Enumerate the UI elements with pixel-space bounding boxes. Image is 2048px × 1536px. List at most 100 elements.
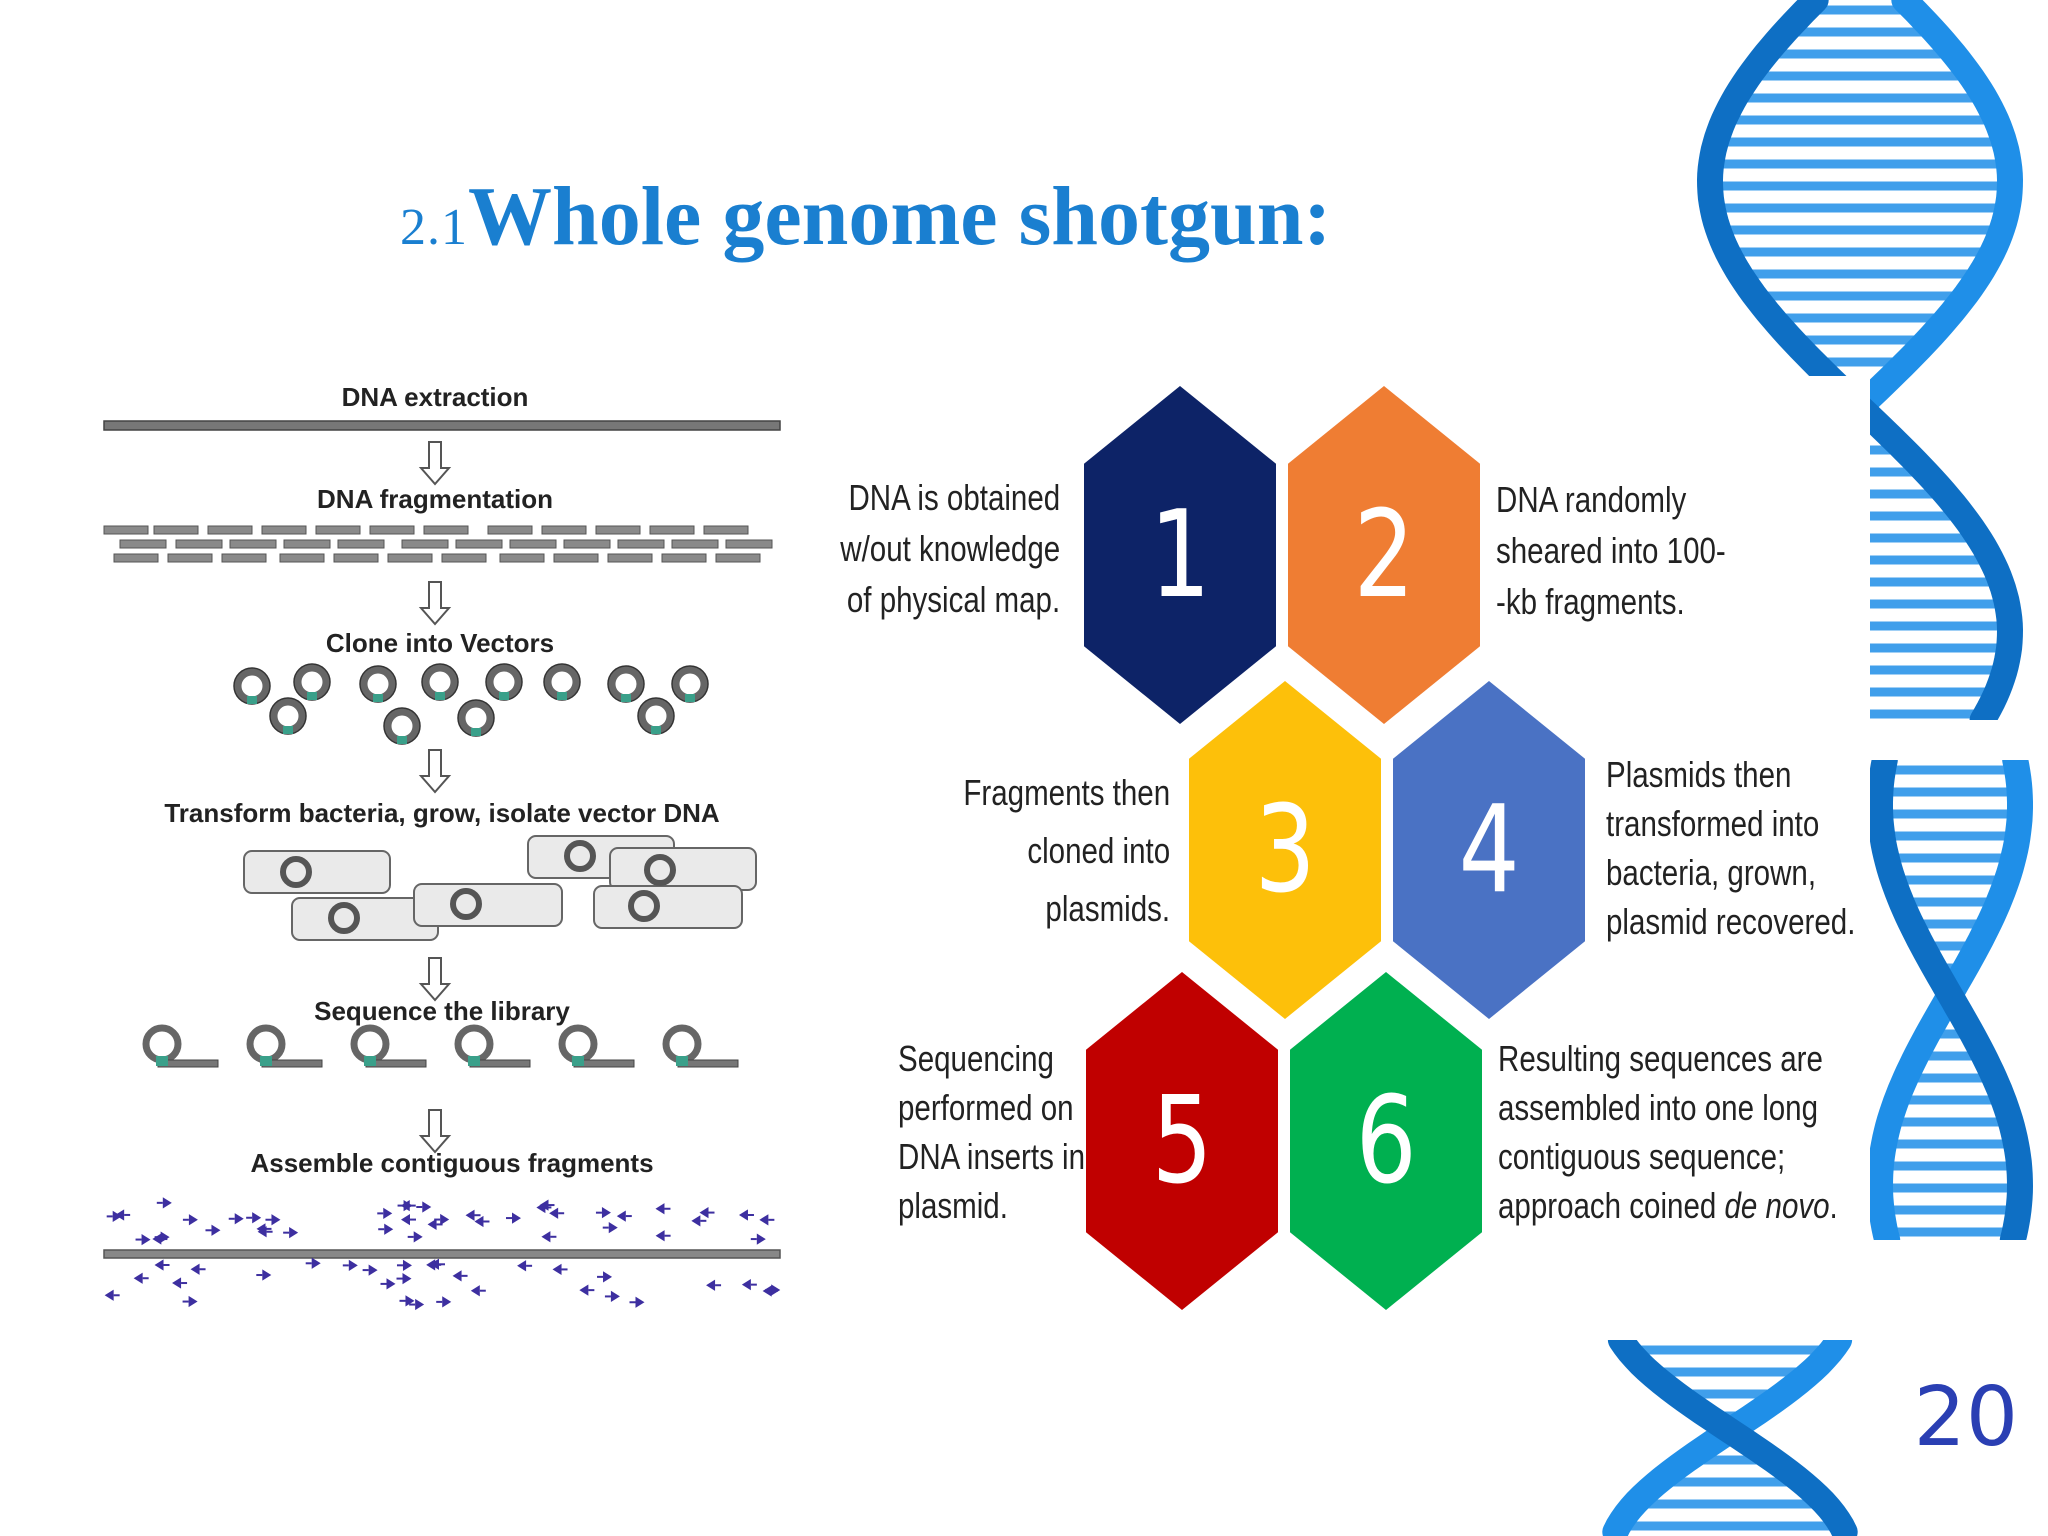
read-arrow-icon <box>257 1226 267 1238</box>
dna-fragment <box>279 553 325 563</box>
read-arrow-icon <box>413 1231 423 1243</box>
plasmid-ring-icon <box>458 700 494 736</box>
step-1-description: DNA is obtained w/out knowledge of physi… <box>840 477 1060 620</box>
down-arrow-icon <box>418 749 452 794</box>
genomic-dna-strand <box>103 420 781 431</box>
plasmid-ring-icon <box>450 888 482 920</box>
read-arrow-icon <box>402 1259 412 1271</box>
read-arrow-icon <box>738 1209 748 1221</box>
down-arrow-icon <box>418 441 452 486</box>
insert-marker <box>247 696 257 704</box>
read-arrow-icon <box>386 1278 396 1290</box>
bacterium-cell <box>243 850 391 894</box>
down-arrow-icon <box>418 581 452 626</box>
step-2-description: DNA randomly sheared into 100- -kb fragm… <box>1496 479 1726 622</box>
read-arrow-icon <box>426 1259 436 1271</box>
slide-title: 2.1Whole genome shotgun: <box>400 168 1331 265</box>
shotgun-pipeline-diagram: DNA extraction DNA fragmentation Clone i… <box>90 370 810 1330</box>
read-arrow-icon <box>188 1214 198 1226</box>
read-arrow-icon <box>699 1206 709 1219</box>
dna-fragment <box>387 553 433 563</box>
read-arrow-icon <box>133 1272 143 1284</box>
read-arrow-icon <box>262 1269 272 1281</box>
read-arrow-icon <box>141 1233 151 1246</box>
plasmid-ring-icon <box>328 902 360 934</box>
dna-fragment <box>595 525 641 535</box>
read-arrow-icon <box>706 1279 716 1291</box>
dna-fragment <box>119 539 167 549</box>
dna-fragment <box>487 525 533 535</box>
plasmid-ring-icon <box>234 668 270 704</box>
dna-fragment <box>553 553 599 563</box>
dna-fragment <box>401 539 449 549</box>
plasmid-ring-icon <box>246 1024 286 1064</box>
insert-marker <box>676 1056 688 1066</box>
insert-marker <box>373 694 383 702</box>
dna-fragment <box>221 553 267 563</box>
read-arrow-icon <box>427 1218 437 1231</box>
insert-marker <box>499 692 509 700</box>
read-arrow-icon <box>368 1264 378 1276</box>
read-arrow-icon <box>415 1298 425 1311</box>
hexagon-step-3: 3 <box>1189 681 1381 1019</box>
read-arrow-icon <box>452 1270 462 1282</box>
step-label-dna-fragmentation: DNA fragmentation <box>317 484 553 514</box>
read-arrow-icon <box>400 1213 410 1226</box>
step-label-transform-bacteria: Transform bacteria, grow, isolate vector… <box>164 798 720 828</box>
sequence-read-arrows <box>104 1197 781 1311</box>
plasmid-ring-icon <box>422 664 458 700</box>
dna-fragment <box>541 525 587 535</box>
down-arrow-icon <box>418 957 452 1002</box>
down-arrow-icon <box>418 1109 452 1154</box>
hexagon-number-3: 3 <box>1254 780 1316 920</box>
read-arrow-icon <box>115 1209 125 1221</box>
read-arrow-icon <box>579 1284 589 1296</box>
hexagon-number-6: 6 <box>1355 1071 1417 1211</box>
read-arrow-icon <box>655 1203 665 1215</box>
dna-fragment <box>369 525 415 535</box>
dna-fragment <box>703 525 749 535</box>
plasmid-ring-icon <box>644 854 676 886</box>
dna-fragment <box>113 553 159 563</box>
dna-fragment <box>607 553 653 563</box>
read-arrow-icon <box>152 1233 162 1245</box>
dna-fragment <box>283 539 331 549</box>
read-arrow-icon <box>762 1285 772 1297</box>
read-arrow-icon <box>552 1263 562 1276</box>
dna-fragment <box>175 539 223 549</box>
read-arrow-icon <box>271 1214 281 1226</box>
read-arrow-icon <box>402 1272 412 1285</box>
read-arrow-icon <box>154 1259 164 1271</box>
dna-fragment <box>715 553 761 563</box>
bacterium-cell <box>609 847 757 891</box>
dna-fragment <box>671 539 719 549</box>
insert-marker <box>156 1056 168 1066</box>
read-arrow-icon <box>603 1271 613 1283</box>
dna-fragment <box>617 539 665 549</box>
insert-marker <box>468 1056 480 1066</box>
dna-fragment <box>649 525 695 535</box>
dna-fragment <box>167 553 213 563</box>
insert-marker <box>572 1056 584 1066</box>
plasmid-ring-icon <box>608 666 644 702</box>
read-arrow-icon <box>541 1231 551 1243</box>
dna-fragment <box>333 553 379 563</box>
sequencing-library <box>142 1024 739 1068</box>
plasmid-ring-icon <box>454 1024 494 1064</box>
dna-helix-icon <box>1602 1340 1858 1536</box>
dna-fragment <box>315 525 361 535</box>
insert-marker <box>651 726 661 734</box>
plasmid-ring-icon <box>270 698 306 734</box>
dna-fragment <box>229 539 277 549</box>
plasmid-ring-icon <box>638 698 674 734</box>
read-arrow-icon <box>234 1213 244 1225</box>
dna-fragments <box>103 525 773 563</box>
read-arrow-icon <box>511 1212 521 1224</box>
read-arrow-icon <box>405 1295 415 1307</box>
plasmid-ring-icon <box>486 664 522 700</box>
plasmid-ring-icon <box>628 890 660 922</box>
dna-fragment <box>499 553 545 563</box>
step-label-dna-extraction: DNA extraction <box>341 382 529 412</box>
dna-fragment <box>455 539 503 549</box>
dna-fragment <box>509 539 557 549</box>
